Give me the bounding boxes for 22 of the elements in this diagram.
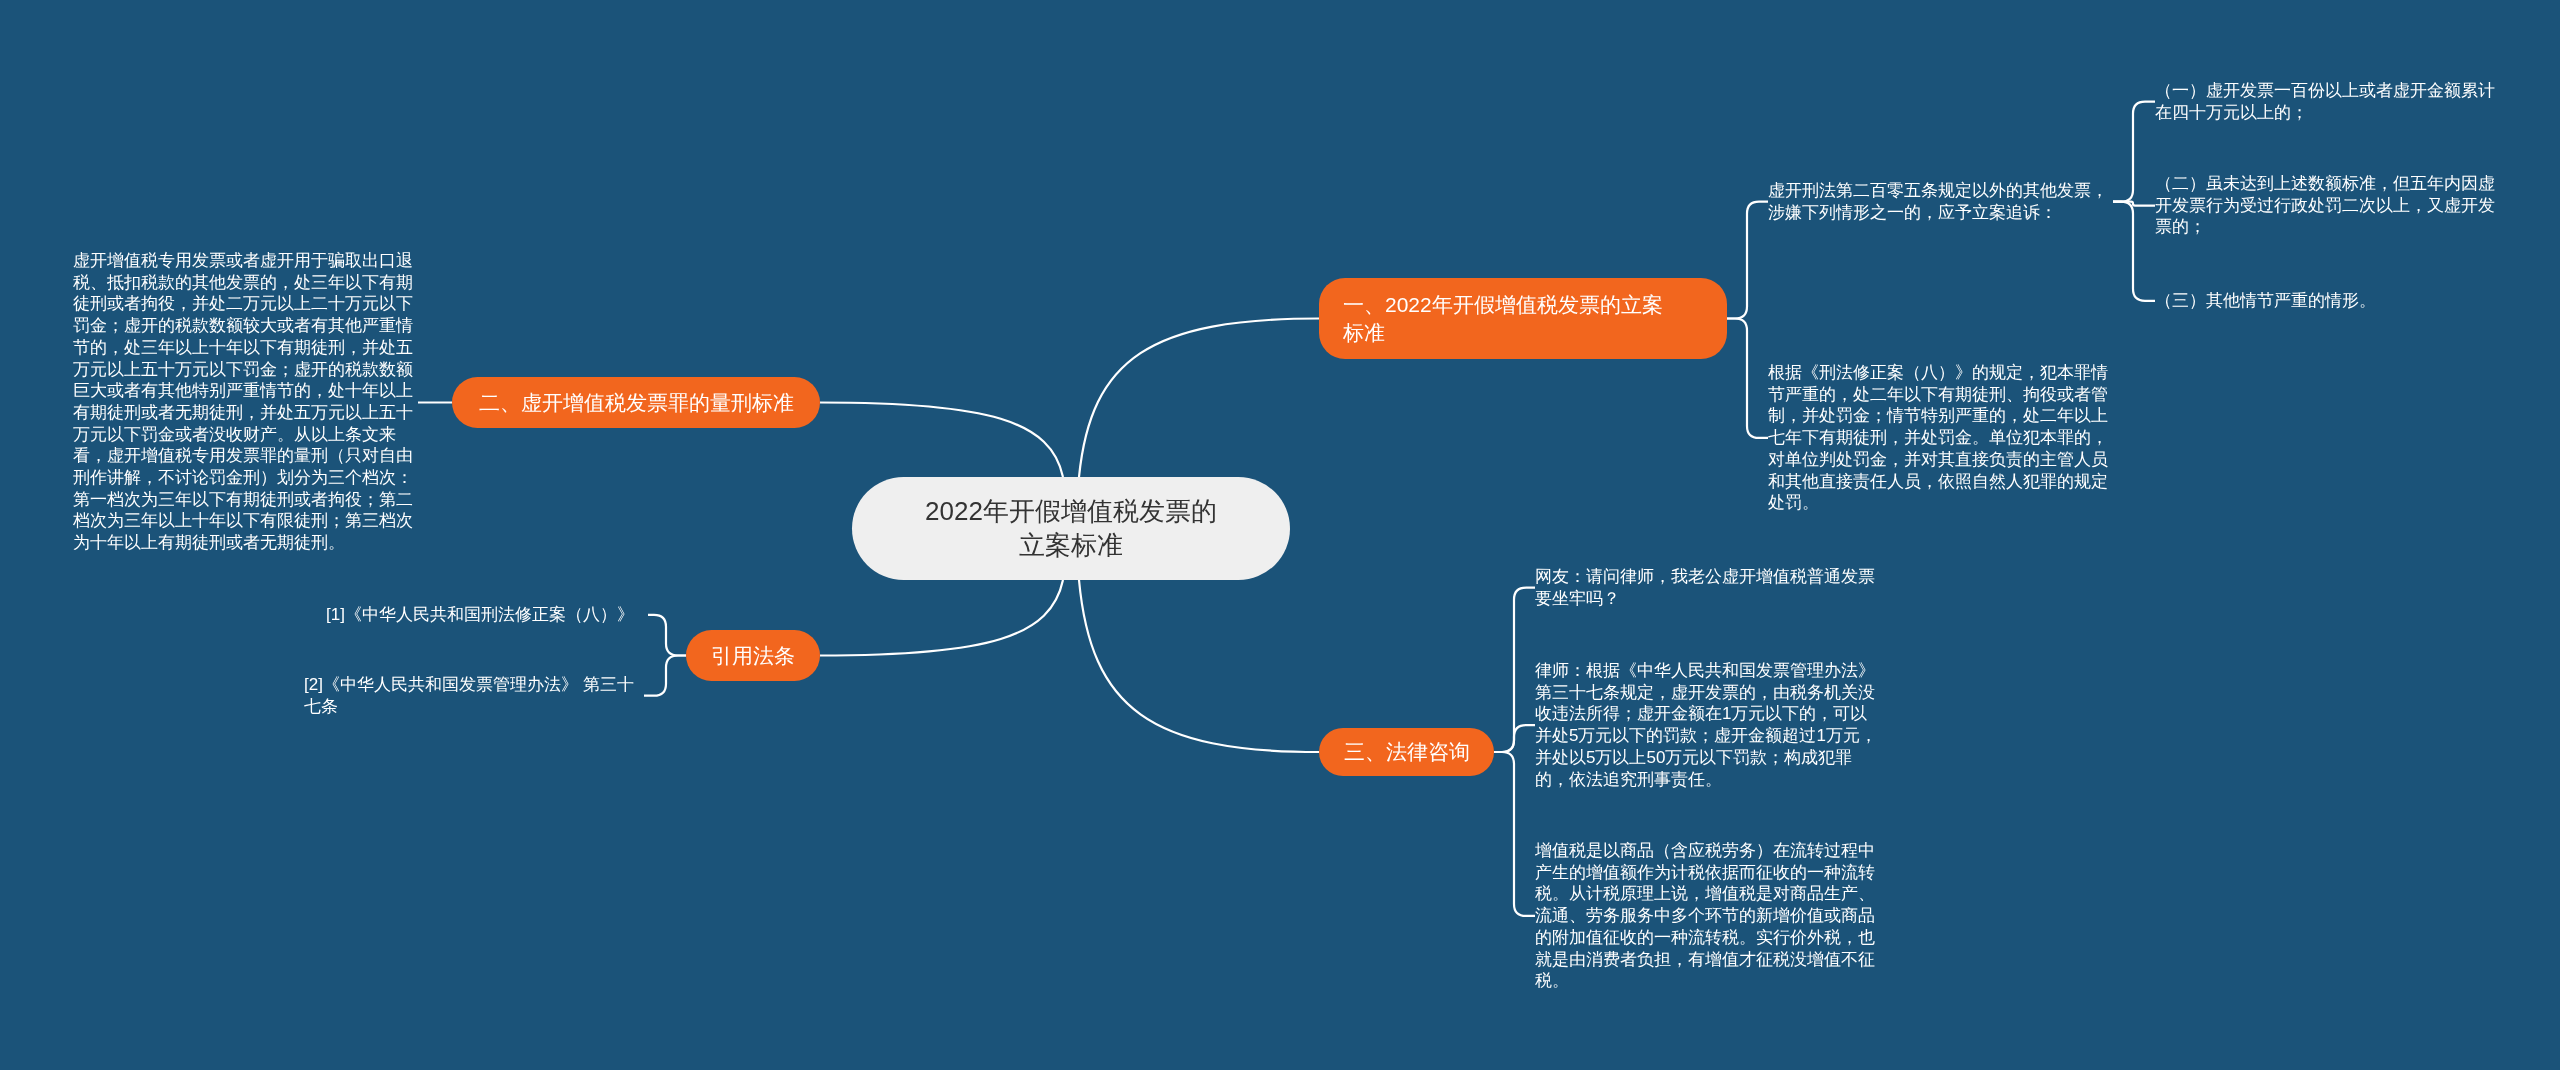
connector-line: [1077, 579, 1320, 754]
branch-topic: 三、法律咨询: [1319, 728, 1494, 776]
note-text: [1]《中华人民共和国刑法修正案（八）》: [326, 604, 648, 626]
note-text: 虚开刑法第二百零五条规定以外的其他发票，涉嫌下列情形之一的，应予立案追诉：: [1768, 180, 2113, 224]
note-text: （二）虽未达到上述数额标准，但五年内因虚开发票行为受过行政处罚二次以上，又虚开发票的；: [2155, 173, 2500, 239]
note-text: （一）虚开发票一百份以上或者虚开金额累计在四十万元以上的；: [2155, 80, 2500, 124]
note-text: 律师：根据《中华人民共和国发票管理办法》第三十七条规定，虚开发票的，由税务机关没收违法所得；虚开金额在1万元以下的，可以并处5万元以下的罚款；虚开金额超过1万元，并处以5万以上50万元以下罚款；构成犯罪的，依法追究刑事责任。: [1535, 660, 1880, 791]
note-text: 网友：请问律师，我老公虚开增值税普通发票要坐牢吗？: [1535, 566, 1880, 610]
note-text: 增值税是以商品（含应税劳务）在流转过程中产生的增值额作为计税依据而征收的一种流转税。从计税原理上说，增值税是对商品生产、流通、劳务服务中多个环节的新增价值或商品的附加值征收的一种流转税。实行价外税，也就是由消费者负担，有增值才征税没增值不征税。: [1535, 840, 1880, 992]
connector-line: [820, 401, 1065, 478]
connector-line: [820, 579, 1065, 657]
note-text: [2]《中华人民共和国发票管理办法》 第三十七条: [304, 674, 644, 718]
connector-line: [418, 401, 452, 404]
connector-line: [1077, 317, 1320, 478]
central-topic: 2022年开假增值税发票的立案标准: [852, 477, 1290, 580]
branch-topic: 引用法条: [686, 630, 820, 681]
note-text: 虚开增值税专用发票或者虚开用于骗取出口退税、抵扣税款的其他发票的，处三年以下有期徒刑或者拘役，并处二万元以上二十万元以下罚金；虚开的税款数额较大或者有其他严重情节的，处三年以上十年以下有期徒刑，并处五万元以上五十万元以下罚金；虚开的税款数额巨大或者有其他特别严重情节的，处十年以上有期徒刑或者无期徒刑，并处五万元以上五十万元以下罚金或者没收财产。从以上条文来看，虚开增值税专用发票罪的量刑（只对自由刑作讲解，不讨论罚金刑）划分为三个档次：第一档次为三年以下有期徒刑或者拘役；第二档次为三年以上十年以下有限徒刑；第三档次为十年以上有期徒刑或者无期徒刑。: [73, 250, 418, 554]
note-text: 根据《刑法修正案（八）》的规定，犯本罪情节严重的，处二年以下有期徒刑、拘役或者管制，并处罚金；情节特别严重的，处二年以上七年下有期徒刑，并处罚金。单位犯本罪的，对单位判处罚金，并对其直接负责的主管人员和其他直接责任人员，依照自然人犯罪的规定处罚。: [1768, 362, 2113, 514]
note-text: （三）其他情节严重的情形。: [2155, 290, 2500, 312]
connector-line: [644, 654, 686, 697]
branch-topic: 二、虚开增值税发票罪的量刑标准: [452, 377, 820, 428]
branch-topic: 一、2022年开假增值税发票的立案标准: [1319, 278, 1727, 359]
